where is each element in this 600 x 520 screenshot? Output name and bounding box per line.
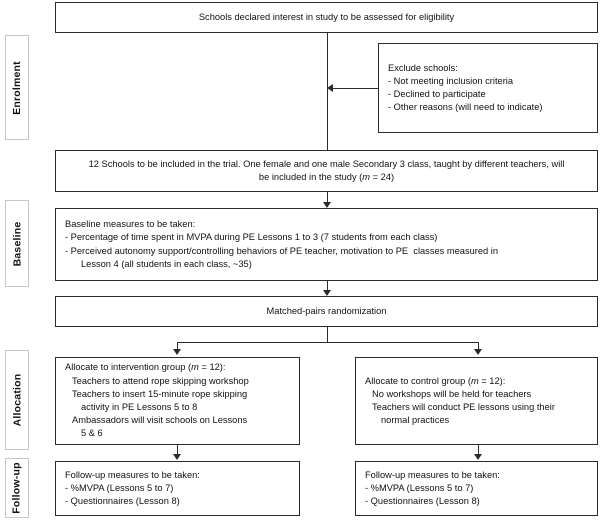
node-schools-included-italic-m: m xyxy=(362,172,371,182)
node-intervention-line-2: Teachers to insert 15-minute rope skippi… xyxy=(72,388,248,399)
node-control-line-2: Teachers will conduct PE lessons using t… xyxy=(372,402,555,412)
node-declared-interest: Schools declared interest in study to be… xyxy=(55,2,598,33)
node-baseline-line-1: Baseline measures to be taken: xyxy=(65,219,196,230)
node-followup-control-line-2: - %MVPA (Lessons 5 to 7) xyxy=(365,482,474,493)
node-schools-included-line-2: be included in the study (m = 24) xyxy=(259,171,394,184)
node-intervention-line-5: 5 & 6 xyxy=(81,428,103,439)
node-baseline-line-2: - Percentage of time spent in MVPA durin… xyxy=(65,232,438,243)
connector-randomization-stem xyxy=(327,327,328,342)
node-followup-control: Follow-up measures to be taken: - %MVPA … xyxy=(355,461,598,516)
stage-label-baseline-text: Baseline xyxy=(11,221,24,266)
arrowhead-split-left xyxy=(173,349,181,355)
arrowhead-control-to-followup xyxy=(474,454,482,460)
node-intervention-italic-m: m xyxy=(191,362,199,373)
connector-baseline-to-randomization xyxy=(327,281,328,290)
node-intervention-header: Allocate to intervention group (m = 12): xyxy=(65,361,290,374)
node-intervention-line-4: Ambassadors will visit schools on Lesson… xyxy=(72,415,248,426)
node-intervention-line-1: Teachers to attend rope skipping worksho… xyxy=(72,375,249,386)
stage-label-followup: Follow-up xyxy=(5,458,29,518)
node-exclude-line-2: - Not meeting inclusion criteria xyxy=(388,75,514,86)
connector-randomization-split-bar xyxy=(177,342,478,343)
node-control-line-1: No workshops will be held for teachers xyxy=(372,388,532,399)
node-control-header: Allocate to control group (m = 12): xyxy=(365,375,588,388)
node-schools-included-line-1: 12 Schools to be included in the trial. … xyxy=(88,158,565,169)
connector-control-to-followup xyxy=(478,445,479,454)
node-followup-control-line-1: Follow-up measures to be taken: xyxy=(365,469,500,480)
node-followup-control-line-3: - Questionnaires (Lesson 8) xyxy=(365,496,480,507)
node-intervention-group: Allocate to intervention group (m = 12):… xyxy=(55,357,300,445)
node-schools-included-line-2-post: = 24) xyxy=(370,172,395,182)
arrowhead-split-right xyxy=(474,349,482,355)
node-followup-intervention-line-3: - Questionnaires (Lesson 8) xyxy=(65,496,180,507)
node-intervention-line-3: activity in PE Lessons 5 to 8 xyxy=(81,402,198,412)
node-followup-intervention-line-1: Follow-up measures to be taken: xyxy=(65,469,200,480)
node-exclude-line-4: - Other reasons (will need to indicate) xyxy=(388,102,543,113)
node-exclude-schools: Exclude schools: - Not meeting inclusion… xyxy=(378,43,598,133)
stage-label-followup-text: Follow-up xyxy=(11,462,23,514)
node-schools-included-line-2-pre: be included in the study ( xyxy=(258,172,363,182)
connector-exclude-to-trunk xyxy=(333,88,378,89)
node-followup-intervention-line-2: - %MVPA (Lessons 5 to 7) xyxy=(65,482,174,493)
node-control-group: Allocate to control group (m = 12): No w… xyxy=(355,357,598,445)
stage-label-baseline: Baseline xyxy=(5,200,29,287)
arrowhead-intervention-to-followup xyxy=(173,454,181,460)
arrowhead-baseline-to-randomization xyxy=(323,290,331,296)
node-baseline-line-4: Lesson 4 (all students in each class, ~3… xyxy=(81,258,252,269)
stage-label-allocation: Allocation xyxy=(5,350,29,450)
node-declared-interest-line-1: Schools declared interest in study to be… xyxy=(198,11,455,22)
node-baseline-line-3: - Perceived autonomy support/controlling… xyxy=(65,245,499,256)
node-randomization-line-1: Matched-pairs randomization xyxy=(266,305,387,316)
connector-split-right-drop xyxy=(478,342,479,349)
node-followup-intervention: Follow-up measures to be taken: - %MVPA … xyxy=(55,461,300,516)
connector-intervention-to-followup xyxy=(177,445,178,454)
stage-label-allocation-text: Allocation xyxy=(11,373,24,427)
node-baseline-measures: Baseline measures to be taken: - Percent… xyxy=(55,208,598,281)
node-control-header-pre: Allocate to control group ( xyxy=(365,375,471,386)
node-schools-included: 12 Schools to be included in the trial. … xyxy=(55,150,598,192)
node-intervention-header-pre: Allocate to intervention group ( xyxy=(65,362,192,373)
arrowhead-exclude-to-trunk xyxy=(327,84,333,92)
connector-included-to-baseline xyxy=(327,192,328,202)
node-exclude-line-1: Exclude schools: xyxy=(388,62,458,73)
arrowhead-included-to-baseline xyxy=(323,202,331,208)
node-randomization: Matched-pairs randomization xyxy=(55,296,598,327)
node-control-italic-m: m xyxy=(470,375,479,386)
connector-split-left-drop xyxy=(177,342,178,349)
node-control-header-post: = 12): xyxy=(478,375,506,386)
node-exclude-line-3: - Declined to participate xyxy=(388,89,486,99)
node-intervention-header-post: = 12): xyxy=(198,362,226,373)
stage-label-enrolment-text: Enrolment xyxy=(11,60,24,115)
stage-label-enrolment: Enrolment xyxy=(5,35,29,140)
node-control-line-3: normal practices xyxy=(381,415,450,426)
